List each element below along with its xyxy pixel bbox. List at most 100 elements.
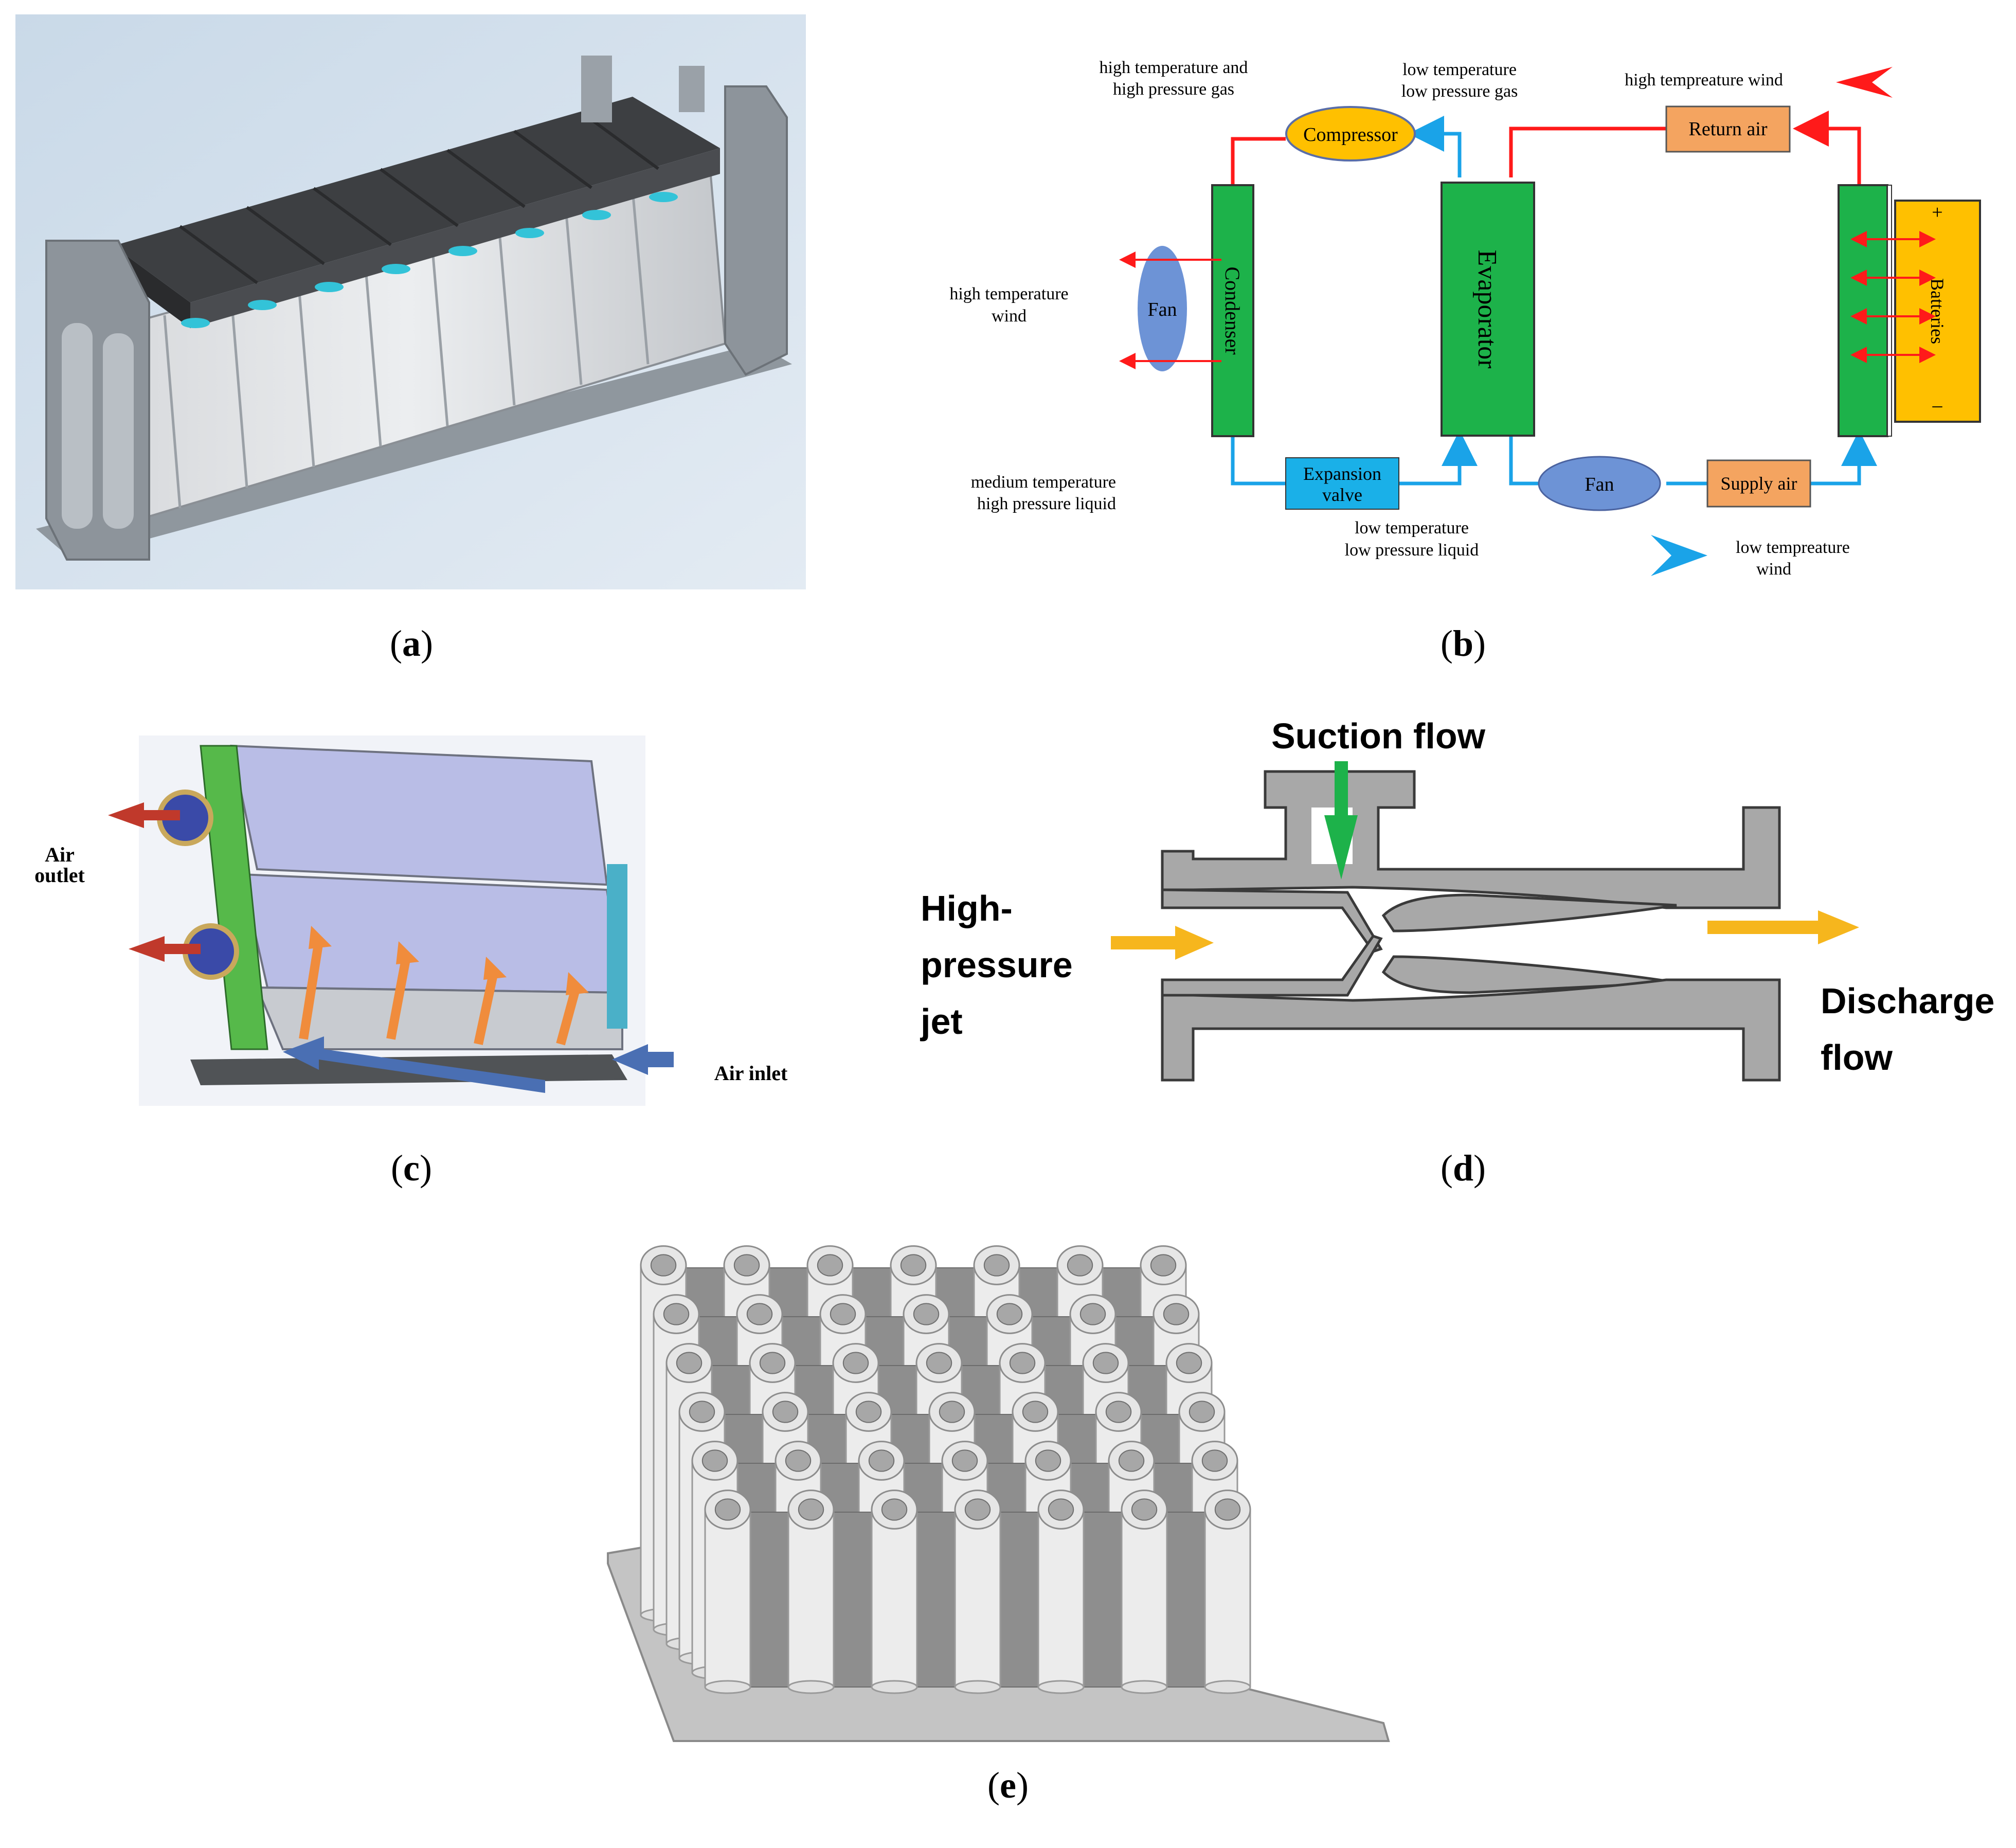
upflow-arrows [299, 940, 581, 1046]
caption-e-close: ) [1016, 1765, 1029, 1806]
panel-a-battery-module [15, 14, 806, 589]
return-air-box: Return air [1665, 105, 1791, 153]
supply-air-label: Supply air [1721, 473, 1797, 494]
legend-cold-wind-label-1: low tempreature [1736, 538, 1850, 557]
panel-c-air-cooling: Air outlet Air inlet [15, 730, 818, 1111]
label-mthp-liquid-1: medium temperature [971, 473, 1116, 492]
fan-bottom: Fan [1538, 456, 1661, 511]
pipe-supply-battery [1790, 430, 1877, 486]
caption-e-letter: e [1000, 1765, 1016, 1806]
legend-cold-wind-label-2: wind [1756, 560, 1791, 579]
discharge-flow-label-2: flow [1821, 1037, 1893, 1078]
end-plate-right [581, 56, 788, 376]
panel-b-refrigeration-diagram: Compressor Return air Condenser Evaporat… [905, 41, 2011, 597]
high-pressure-jet-label-2: pressure [921, 945, 1073, 985]
caption-b: (b) [1412, 622, 1515, 665]
evaporator-label: Evaporator [1472, 249, 1502, 368]
caption-b-open: ( [1440, 623, 1453, 664]
caption-d: (d) [1412, 1147, 1515, 1190]
cell-divider [1083, 1512, 1122, 1688]
pipe-evaporator-compressor [1408, 116, 1462, 177]
caption-e: (e) [957, 1764, 1059, 1807]
inflow-arrows [283, 1036, 674, 1093]
caption-b-close: ) [1473, 623, 1486, 664]
discharge-flow-arrow-icon [1707, 910, 1859, 944]
caption-a-close: ) [421, 623, 433, 664]
label-ltlp-gas-1: low temperature [1402, 60, 1517, 79]
air-inlet-label: Air inlet [714, 1062, 788, 1085]
cylindrical-cell [871, 1490, 956, 1694]
discharge-flow-label-1: Discharge [1821, 981, 1994, 1021]
ejector-diagram: Suction flow High- pressure jet Discharg… [920, 716, 1994, 1082]
ejector-body [1161, 770, 1781, 1082]
panel-e-cell-array [607, 1234, 1399, 1754]
cell-divider [916, 1512, 956, 1688]
label-hthp-gas-1: high temperature and [1100, 58, 1248, 77]
label-ltlp-gas-2: low pressure gas [1401, 82, 1518, 101]
cell-divider [750, 1512, 789, 1688]
compressor-label: Compressor [1303, 124, 1398, 146]
caption-d-open: ( [1440, 1147, 1453, 1189]
batteries: + – Batteries [1894, 200, 1981, 423]
suction-flow-arrow-icon [1324, 761, 1358, 880]
evaporator: Evaporator [1441, 182, 1535, 437]
cylindrical-cell [1121, 1490, 1205, 1694]
expansion-valve-label-1: Expansion [1303, 463, 1381, 484]
cylindrical-cell [787, 1490, 872, 1694]
caption-e-open: ( [987, 1765, 1000, 1806]
caption-c: (c) [360, 1147, 463, 1190]
legend-cold-wind-arrow-icon [1651, 535, 1707, 576]
supply-air-box: Supply air [1706, 459, 1811, 508]
air-outlet-label-2: outlet [34, 864, 85, 887]
label-ltlp-liquid-1: low temperature [1355, 518, 1469, 537]
legend-hot-wind-arrow-icon [1836, 67, 1893, 98]
battery-plus: + [1932, 202, 1942, 223]
caption-b-letter: b [1452, 623, 1474, 664]
caption-a: (a) [360, 622, 463, 665]
cell-divider [833, 1512, 872, 1688]
air-outlet-arrows [108, 802, 201, 962]
high-pressure-jet-label-3: jet [920, 1001, 963, 1042]
pipe-evaporator-return [1509, 127, 1666, 177]
compressor: Compressor [1285, 106, 1416, 162]
hot-wind-arrows [1119, 252, 1221, 369]
caption-c-letter: c [403, 1147, 420, 1189]
end-plate-left [45, 240, 150, 561]
battery-module-render [15, 14, 806, 589]
cell-divider [1000, 1512, 1039, 1688]
cylindrical-cell [1204, 1490, 1251, 1694]
label-hot-wind-2: wind [992, 307, 1027, 326]
fan-left: Fan [1138, 246, 1187, 371]
pipe-evaporator-fan [1509, 435, 1542, 486]
label-hthp-gas-2: high pressure gas [1113, 80, 1234, 99]
condenser: Condenser [1211, 184, 1254, 437]
label-ltlp-liquid-2: low pressure liquid [1345, 541, 1479, 560]
pipe-condenser-compressor [1231, 137, 1286, 185]
cycle-diagram: Compressor Return air Condenser Evaporat… [949, 58, 1981, 579]
label-mthp-liquid-2: high pressure liquid [977, 494, 1116, 513]
panel-d-ejector: Suction flow High- pressure jet Discharg… [905, 715, 2011, 1106]
condenser-label: Condenser [1221, 266, 1244, 354]
caption-d-letter: d [1452, 1147, 1474, 1189]
pipe-condenser-valve [1231, 435, 1286, 486]
heat-exchange-arrows [1850, 231, 1936, 363]
caption-d-close: ) [1473, 1147, 1486, 1189]
high-pressure-jet-arrow-icon [1111, 926, 1214, 960]
air-outlet-label-1: Air [45, 843, 75, 866]
cylindrical-cell [704, 1490, 789, 1694]
battery-exchanger [1838, 184, 1892, 437]
expansion-valve-label-2: valve [1322, 485, 1362, 505]
legend-hot-wind-label: high tempreature wind [1625, 70, 1783, 89]
air-cooling-render: Air outlet Air inlet [34, 735, 788, 1106]
label-hot-wind-1: high temperature [949, 284, 1068, 303]
battery-minus: – [1932, 394, 1943, 416]
pipe-valve-evaporator [1399, 430, 1478, 486]
cylindrical-cell [1037, 1490, 1122, 1694]
expansion-valve: Expansion valve [1285, 457, 1399, 510]
high-pressure-jet-label-1: High- [921, 888, 1013, 928]
caption-c-open: ( [391, 1147, 404, 1189]
fan-bottom-label: Fan [1585, 474, 1614, 495]
suction-flow-label: Suction flow [1271, 716, 1486, 756]
cell-divider [1166, 1512, 1205, 1688]
caption-a-letter: a [402, 623, 421, 664]
